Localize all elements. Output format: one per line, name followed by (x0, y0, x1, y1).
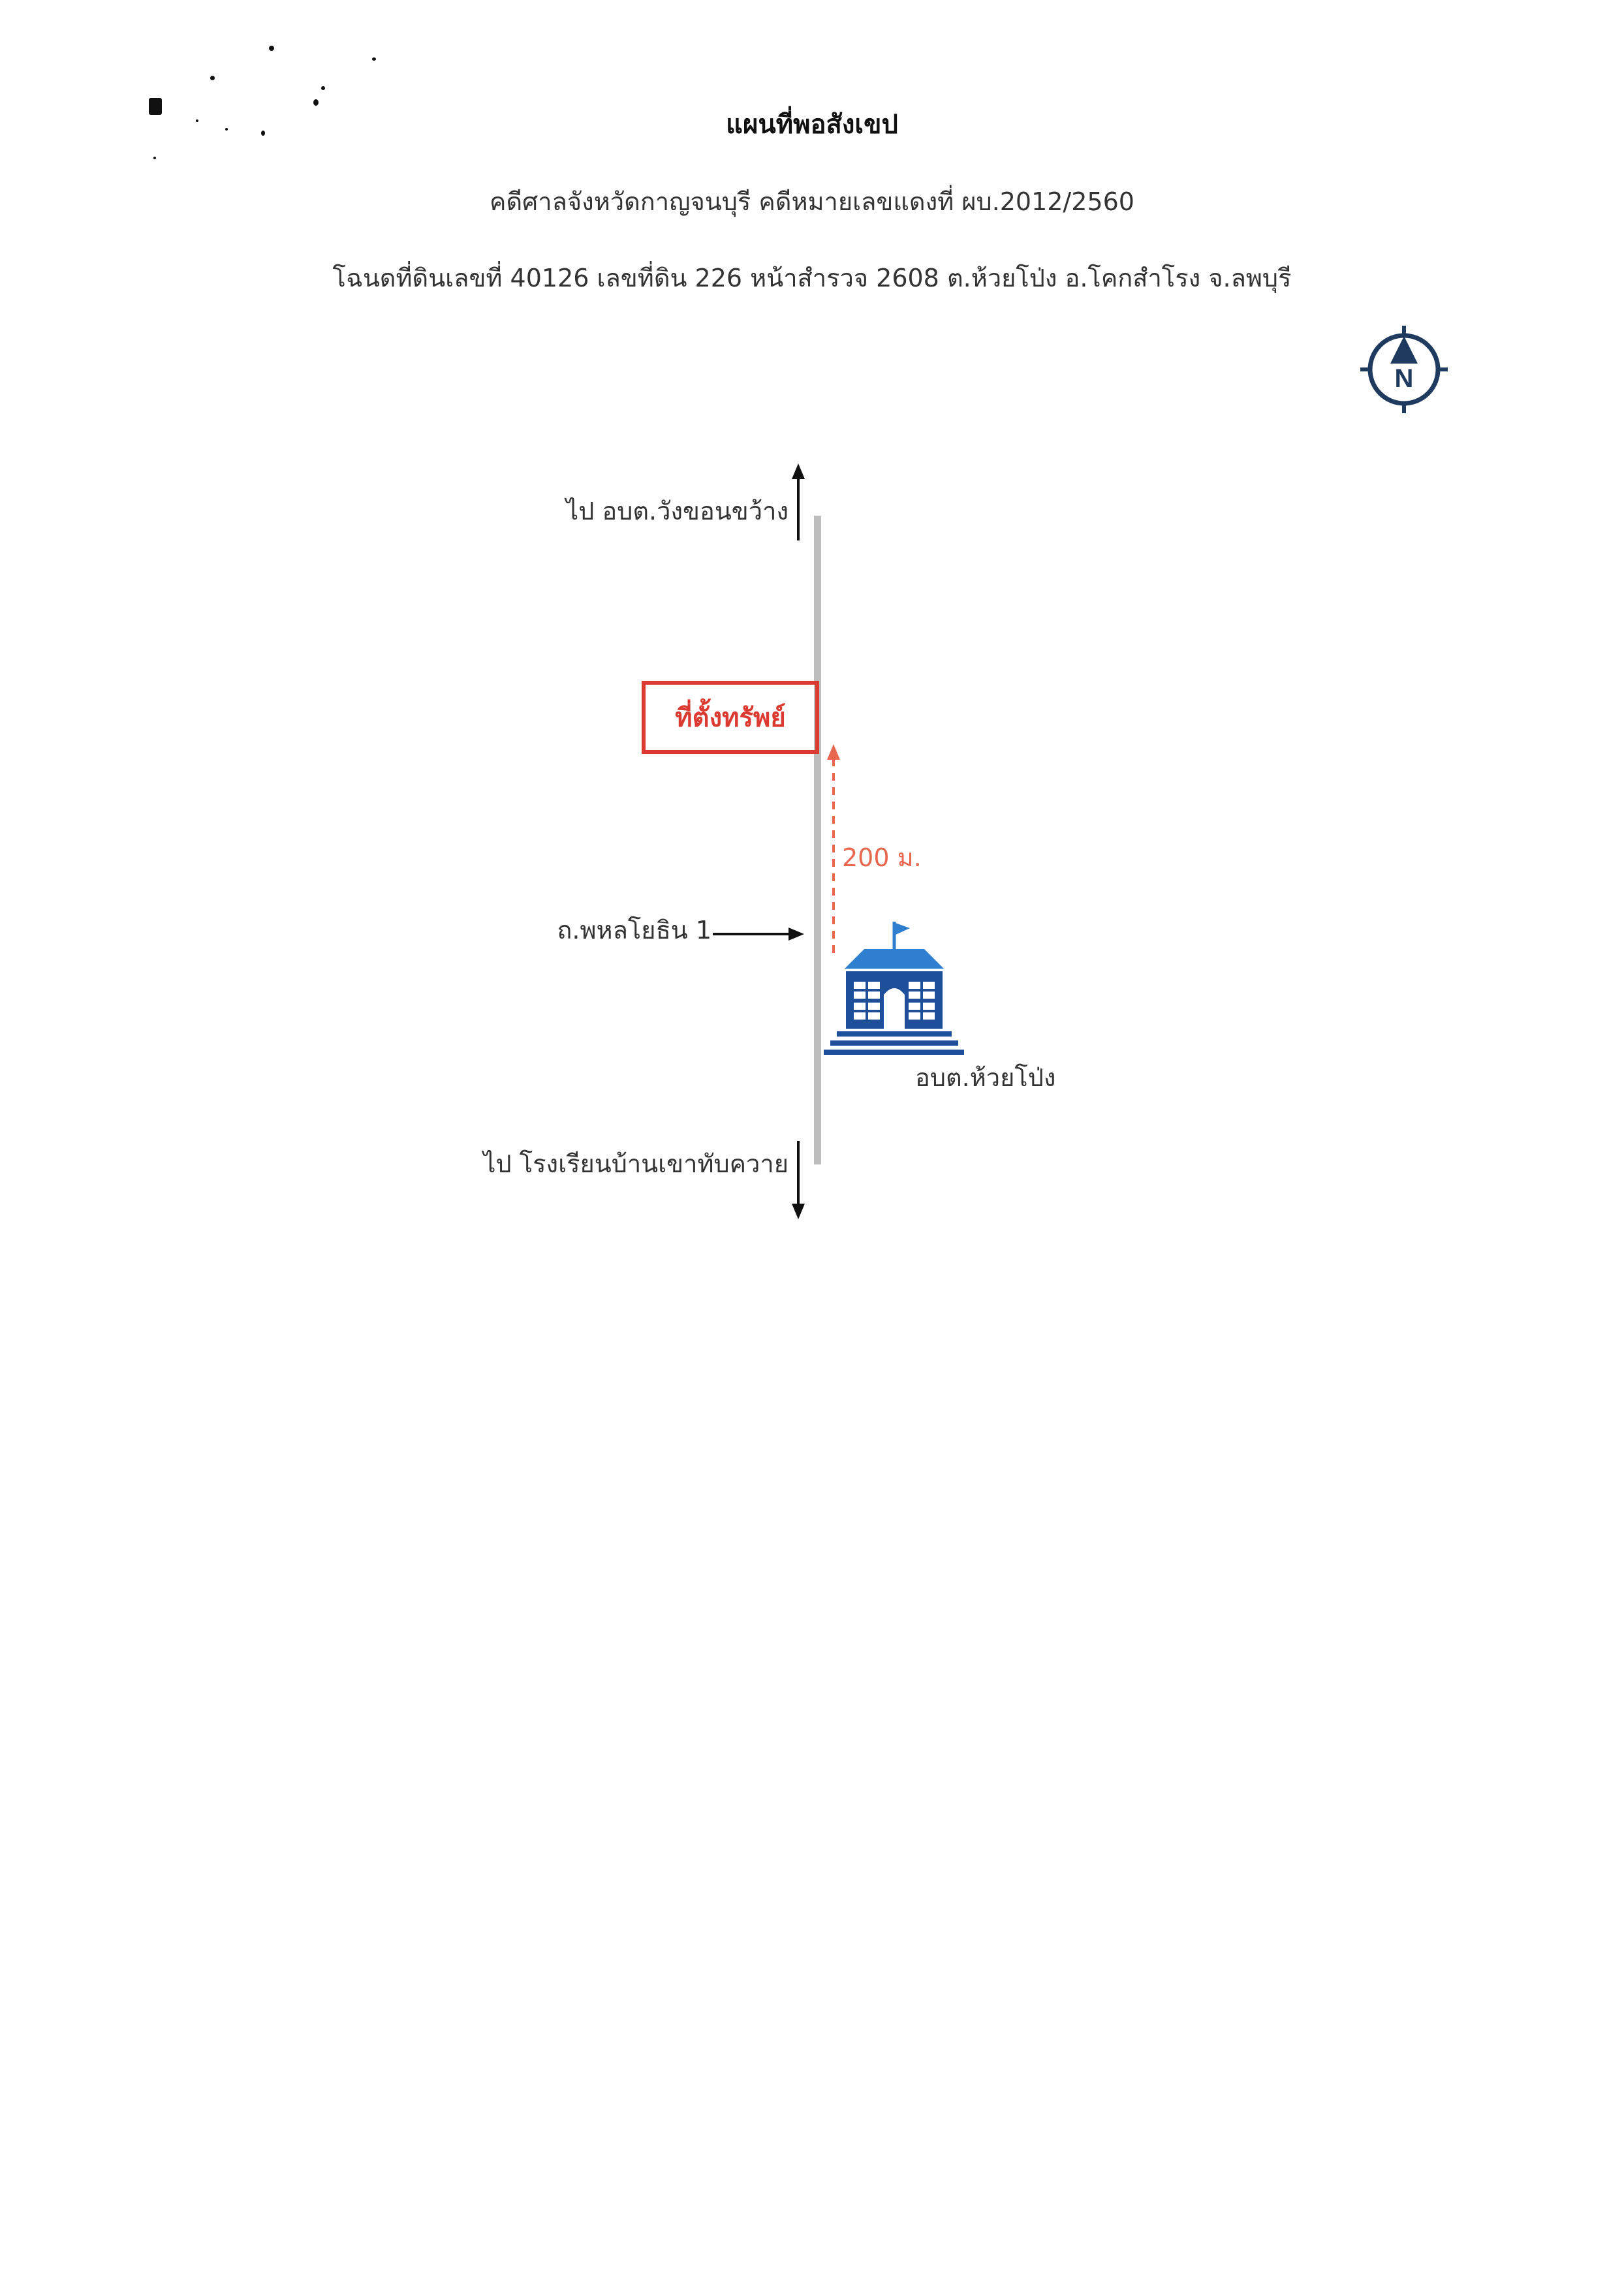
case-number-line: คดีศาลจังหวัดกาญจนบุรี คดีหมายเลขแดงที่ … (490, 187, 1134, 216)
government-building-icon (824, 922, 964, 1059)
distance-label: 200 ม. (842, 843, 922, 872)
north-arrow (792, 463, 805, 540)
north-compass-icon: N (1358, 323, 1450, 416)
distance-arrow (827, 744, 840, 953)
south-arrow (792, 1141, 805, 1219)
property-location-box: ที่ตั้งทรัพย์ (642, 681, 819, 754)
compass-letter: N (1395, 364, 1414, 393)
south-destination-label: ไป โรงเรียนบ้านเขาทับควาย (483, 1149, 789, 1178)
property-location-label: ที่ตั้งทรัพย์ (675, 703, 786, 733)
road-pointer-arrow (713, 928, 804, 941)
map-title: แผนที่พอสังเขป (726, 110, 898, 140)
road-name-label: ถ.พหลโยธิน 1 (557, 916, 711, 945)
north-destination-label: ไป อบต.วังขอนขว้าง (566, 497, 789, 525)
landmark-label: อบต.ห้วยโป่ง (915, 1063, 1056, 1092)
title-deed-line: โฉนดที่ดินเลขที่ 40126 เลขที่ดิน 226 หน้… (332, 264, 1292, 292)
road-line (814, 516, 821, 1164)
